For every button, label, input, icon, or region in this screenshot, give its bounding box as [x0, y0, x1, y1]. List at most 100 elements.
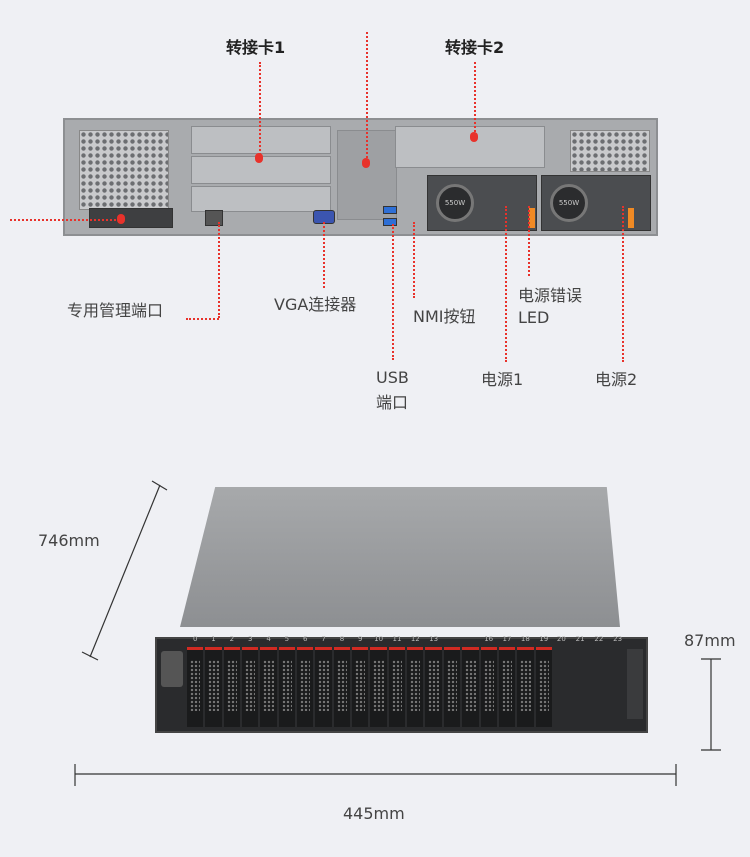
bay-number: 8	[339, 635, 345, 643]
drive-bay[interactable]: 0	[187, 635, 204, 727]
drive-bay[interactable]	[443, 647, 461, 727]
psu-error-led-label-2: LED	[518, 308, 550, 327]
callout-dot	[255, 153, 263, 163]
bay-number: 17	[502, 635, 512, 643]
depth-line	[89, 484, 161, 658]
bay-number: 5	[284, 635, 290, 643]
drive-vent-icon	[190, 660, 201, 711]
psu1-label: 电源1	[481, 370, 524, 389]
front-control-panel	[627, 649, 643, 719]
fan-icon: 550W	[550, 184, 588, 222]
psu2-handle	[628, 208, 634, 228]
drive-bay[interactable]: 18	[517, 635, 534, 727]
server-chassis-top	[180, 487, 620, 627]
bay-number: 12	[410, 635, 420, 643]
drive-bay[interactable]: 9	[352, 635, 369, 727]
drive-vent-icon	[446, 660, 458, 711]
usb-callout	[392, 224, 394, 360]
drive-vent-icon	[208, 660, 219, 711]
vga-callout	[323, 222, 325, 288]
usb-port	[383, 218, 397, 226]
drive-bay[interactable]: 17	[498, 635, 516, 727]
drive-bay[interactable]: 16	[480, 635, 497, 727]
bay-number: 11	[392, 635, 402, 643]
drive-bay[interactable]: 19	[535, 635, 552, 727]
drive-bay[interactable]	[462, 647, 479, 727]
callout-dot	[117, 214, 125, 224]
drive-vent-icon	[281, 660, 293, 711]
nmi-label: NMI按钮	[413, 307, 476, 326]
riser1-callout	[259, 62, 261, 162]
psu2-label: 电源2	[595, 370, 638, 389]
bay-number: 21	[575, 635, 585, 643]
rear-vent-right	[570, 130, 650, 172]
drive-vent-icon	[465, 660, 476, 711]
empty-bay: 22	[590, 635, 609, 727]
width-label: 445mm	[343, 804, 405, 823]
bay-number: 1	[211, 635, 216, 643]
drive-bay[interactable]: 12	[407, 635, 424, 727]
riser1-label: 转接卡1	[226, 38, 286, 57]
drive-bay[interactable]: 5	[278, 635, 296, 727]
drive-vent-icon	[318, 660, 329, 711]
bay-number: 4	[266, 635, 271, 643]
drive-vent-icon	[520, 660, 531, 711]
psu1: 550W	[427, 175, 537, 231]
drive-bay[interactable]: 1	[205, 635, 222, 727]
bay-number: 22	[594, 635, 604, 643]
bay-number: 0	[192, 635, 198, 643]
drive-vent-icon	[501, 660, 513, 711]
drive-vent-icon	[373, 660, 384, 711]
drive-vent-icon	[391, 660, 403, 711]
bay-number: 6	[303, 635, 308, 643]
bay-number: 19	[539, 635, 549, 643]
drive-vent-icon	[483, 660, 494, 711]
pcie-slot	[191, 186, 331, 212]
callout-dot	[362, 158, 370, 168]
usb-port	[383, 206, 397, 214]
bay-number: 23	[613, 635, 623, 643]
drive-vent-icon	[336, 660, 348, 711]
empty-bay: 23	[608, 635, 627, 727]
middle-riser-callout	[366, 32, 368, 162]
drive-bay[interactable]: 7	[315, 635, 332, 727]
drive-vent-icon	[245, 660, 256, 711]
drive-vent-icon	[226, 660, 238, 711]
drive-bay[interactable]: 10	[370, 635, 387, 727]
usb-label-1: USB	[376, 368, 409, 387]
bay-number: 13	[429, 635, 439, 643]
drive-bay[interactable]: 6	[297, 635, 314, 727]
bay-number: 18	[520, 635, 530, 643]
drive-bay[interactable]: 13	[425, 635, 442, 727]
pcie-slot	[191, 126, 331, 154]
drive-bay[interactable]: 8	[333, 635, 351, 727]
bay-number: 2	[229, 635, 235, 643]
drive-bay[interactable]: 3	[242, 635, 259, 727]
drive-bay[interactable]: 4	[260, 635, 277, 727]
psu1-handle	[529, 208, 535, 228]
drive-bay[interactable]: 2	[223, 635, 241, 727]
fan-icon: 550W	[436, 184, 474, 222]
nmi-callout	[413, 222, 415, 298]
bay-number: 20	[556, 635, 566, 643]
vga-label: VGA连接器	[274, 295, 357, 314]
mgmt-port-label: 专用管理端口	[67, 301, 164, 320]
bay-number: 9	[358, 635, 363, 643]
mgmt-port-callout	[218, 222, 220, 318]
server-rear-view: 550W 550W	[63, 118, 658, 236]
empty-bay: 21	[571, 635, 590, 727]
drive-vent-icon	[538, 660, 549, 711]
drive-vent-icon	[355, 660, 366, 711]
drive-vent-icon	[263, 660, 274, 711]
height-label: 87mm	[684, 631, 736, 650]
drive-bay[interactable]: 11	[388, 635, 406, 727]
drive-vent-icon	[428, 660, 439, 711]
mgmt-port-callout-h	[186, 318, 219, 320]
usb-label-2: 端口	[376, 393, 409, 412]
ethernet-ports	[89, 208, 173, 228]
drive-vent-icon	[410, 660, 421, 711]
psu-error-led-label-1: 电源错误	[518, 286, 583, 305]
riser2-callout	[474, 62, 476, 136]
